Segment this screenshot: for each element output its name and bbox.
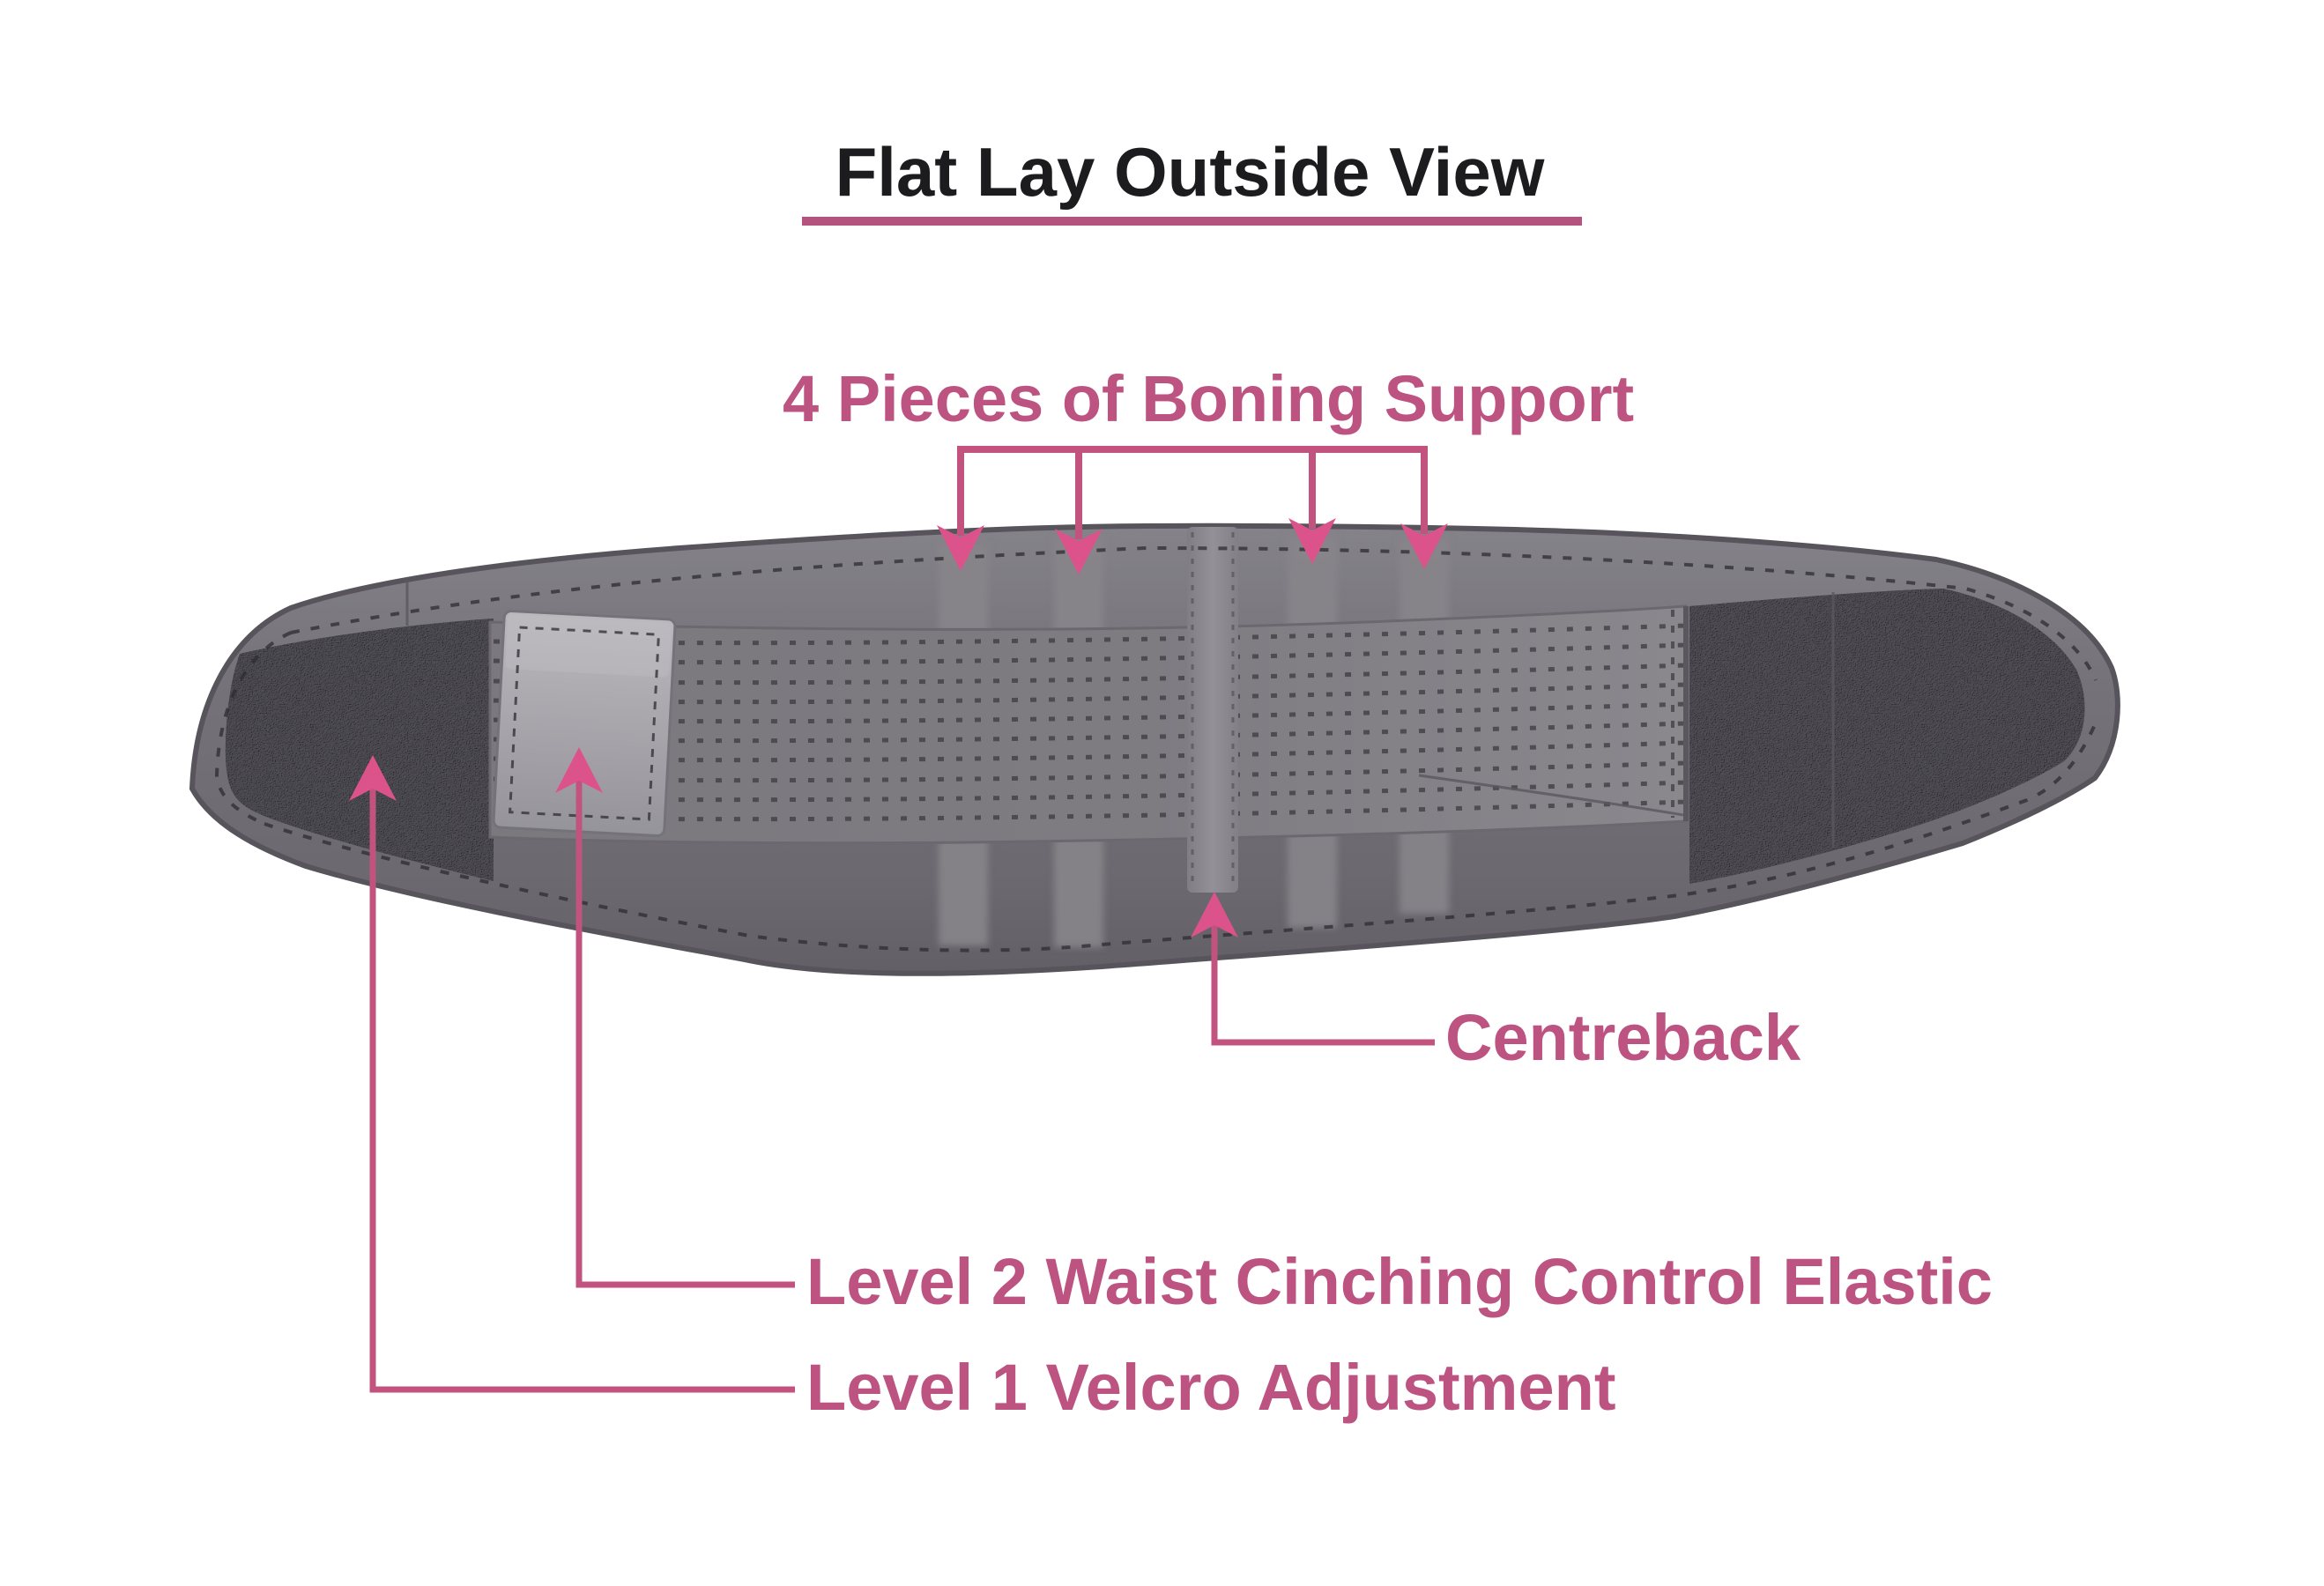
callout-boning-support: 4 Pieces of Boning Support — [783, 362, 1634, 435]
centreback-strap — [1187, 527, 1238, 893]
centreback-connector — [1191, 892, 1435, 1046]
arrow-down-icon — [937, 525, 984, 571]
boning-bracket — [937, 446, 1448, 574]
callout-centreback: Centreback — [1445, 1001, 1801, 1074]
elastic-band — [488, 604, 1688, 845]
callout-level1: Level 1 Velcro Adjustment — [806, 1351, 1615, 1424]
page-title: Flat Lay Outside View — [835, 133, 1545, 211]
title-underline — [802, 217, 1582, 226]
right-velcro-texture — [1689, 589, 2085, 884]
arrow-down-icon — [1055, 529, 1103, 574]
edge-stitching — [214, 545, 2098, 952]
level1-connector — [349, 755, 795, 1393]
left-velcro-texture — [225, 619, 494, 881]
arrow-up-icon — [555, 747, 603, 793]
arrow-up-icon — [349, 755, 397, 801]
arrow-down-icon — [1400, 523, 1448, 569]
label-patch — [492, 609, 677, 838]
elastic-overlap-seam — [1418, 774, 1684, 817]
label-patch-stitch — [509, 626, 660, 821]
arrow-up-icon — [1191, 892, 1238, 938]
arrow-down-icon — [1288, 518, 1336, 564]
belt-illustration — [189, 522, 2120, 976]
level2-connector — [555, 747, 795, 1288]
callout-level2: Level 2 Waist Cinching Control Elastic — [806, 1245, 1993, 1318]
